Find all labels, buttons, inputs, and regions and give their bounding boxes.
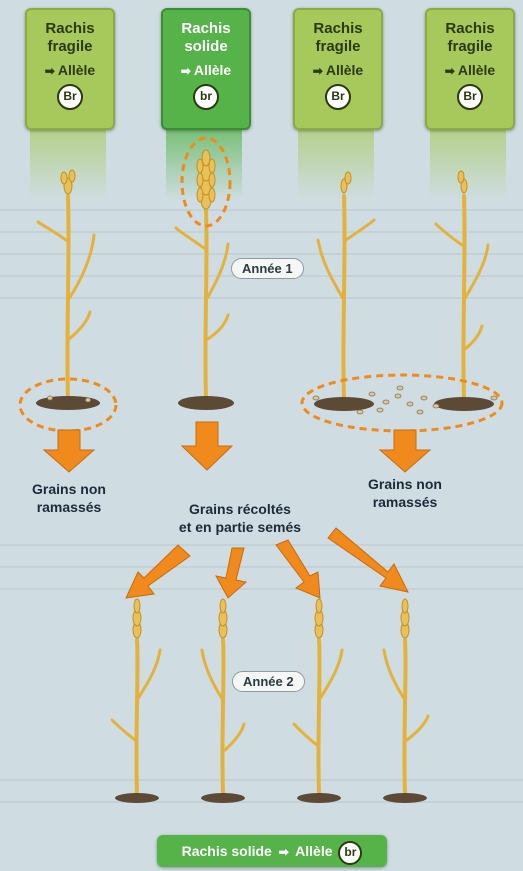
soil-2 — [178, 396, 234, 410]
arrow-right-icon: ➡ — [445, 64, 455, 78]
allele-label: Allèle — [458, 62, 495, 78]
card-line2: fragile — [295, 38, 381, 56]
soil-1 — [36, 396, 100, 410]
card-fragile-1: Rachis fragile ➡Allèle Br — [25, 8, 115, 130]
caption-line: Grains récoltés — [150, 500, 330, 518]
bottom-label: Rachis solide — [182, 843, 272, 859]
card-line2: fragile — [427, 38, 513, 56]
soil-year2-3 — [297, 793, 341, 803]
card-fragile-3: Rachis fragile ➡Allèle Br — [293, 8, 383, 130]
allele-line: ➡Allèle — [27, 62, 113, 80]
soil-4 — [434, 397, 494, 411]
ear-year2-3 — [315, 599, 323, 638]
caption-line: ramassés — [346, 493, 464, 511]
arrow-right-icon: ➡ — [313, 64, 323, 78]
soil-year2-4 — [383, 793, 427, 803]
arrow-right-icon: ➡ — [181, 64, 191, 78]
allele-line: ➡Allèle — [427, 62, 513, 80]
allele-badge: Br — [325, 84, 351, 110]
arrow-right-icon: ➡ — [45, 64, 55, 78]
caption-line: et en partie semés — [150, 518, 330, 536]
ear-solid — [197, 150, 215, 209]
card-line1: Rachis — [295, 20, 381, 38]
allele-badge: Br — [57, 84, 83, 110]
beam-4 — [430, 120, 506, 200]
card-line2: solide — [163, 38, 249, 56]
caption-line: Grains non — [346, 475, 464, 493]
soil-year2-2 — [201, 793, 245, 803]
year1-tag: Année 1 — [231, 258, 304, 279]
caption-grains-right: Grains non ramassés — [346, 475, 464, 511]
card-line2: fragile — [27, 38, 113, 56]
allele-badge: br — [193, 84, 219, 110]
card-fragile-4: Rachis fragile ➡Allèle Br — [425, 8, 515, 130]
beam-3 — [298, 120, 374, 200]
year2-tag: Année 2 — [232, 671, 305, 692]
caption-line: Grains non — [10, 480, 128, 498]
soil-year2-1 — [115, 793, 159, 803]
card-line1: Rachis — [163, 20, 249, 38]
allele-label: Allèle — [194, 62, 231, 78]
caption-line: ramassés — [10, 498, 128, 516]
card-solid: Rachis solide ➡Allèle br — [161, 8, 251, 130]
arrow-right-icon: ➡ — [279, 845, 289, 859]
allele-line: ➡Allèle — [295, 62, 381, 80]
caption-grains-left: Grains non ramassés — [10, 480, 128, 516]
allele-badge: Br — [457, 84, 483, 110]
ear-year2-2 — [219, 599, 227, 638]
ear-year2-1 — [133, 599, 141, 638]
soil-3 — [314, 397, 374, 411]
allele-line: ➡Allèle — [163, 62, 249, 80]
bottom-allele-label: Allèle — [295, 843, 332, 859]
allele-label: Allèle — [58, 62, 95, 78]
allele-label: Allèle — [326, 62, 363, 78]
bottom-allele-badge: br — [338, 841, 362, 865]
card-line1: Rachis — [427, 20, 513, 38]
caption-grains-middle: Grains récoltés et en partie semés — [150, 500, 330, 536]
bottom-banner: Rachis solide ➡ Allèle br — [157, 835, 387, 867]
card-line1: Rachis — [27, 20, 113, 38]
ear-year2-4 — [401, 599, 409, 638]
